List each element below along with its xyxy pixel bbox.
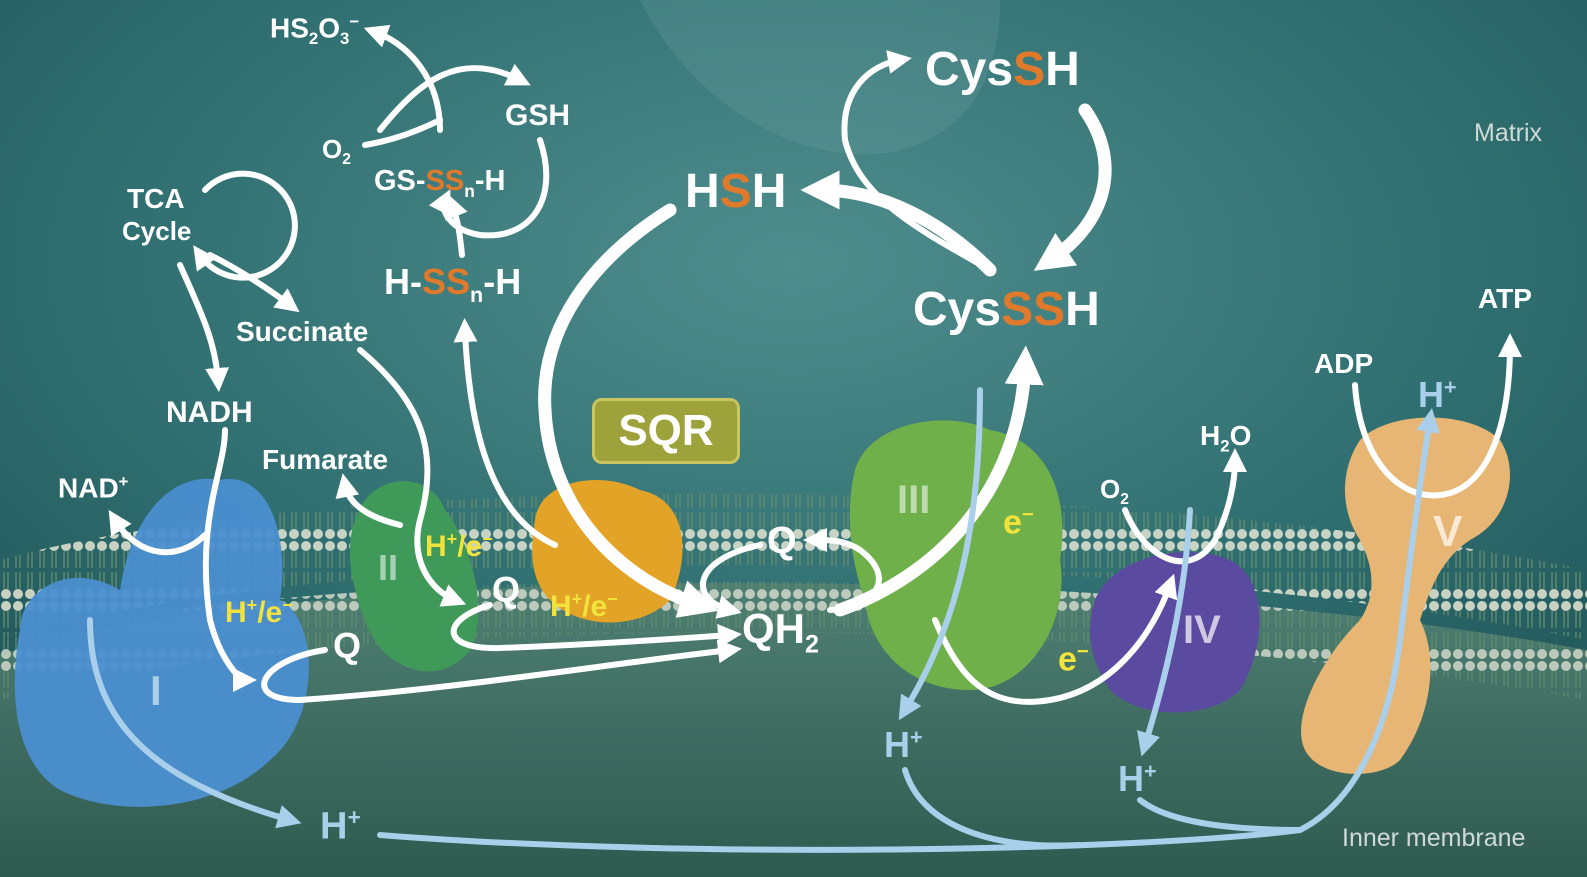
label-cyssh: CysSH — [925, 43, 1080, 96]
complex-III-shape — [849, 420, 1063, 690]
arrow-cyssh-loop — [841, 50, 993, 273]
label-h-plus-complex-iv: H+ — [1118, 758, 1157, 799]
arrow-tca-to-succinate — [207, 252, 300, 313]
label-tca: TCA — [127, 183, 185, 214]
label-he-sqr: H+/e− — [550, 589, 618, 623]
label-hs2o3: HS2O3− — [270, 12, 360, 48]
label-hsh: HSH — [685, 165, 787, 218]
arrow-o2-in — [362, 117, 443, 148]
proton-arrow-complex-III-down — [898, 387, 983, 721]
arrow-nadh-to-q — [202, 427, 257, 692]
arrow-o2-to-h2o — [1122, 448, 1247, 565]
label-qh2: QH2 — [742, 605, 820, 659]
arrow-hsh-to-qh2-big — [538, 203, 719, 618]
sqr-label-box: SQR — [592, 398, 740, 464]
background-glow — [640, 0, 1000, 155]
arrow-cycle-sulfide — [377, 63, 531, 133]
label-cycle: Cycle — [122, 216, 192, 246]
label-atp: ATP — [1478, 283, 1532, 314]
label-gs-ssn-h: GS-SSn-H — [374, 165, 506, 201]
proton-arrow-iii-return — [902, 767, 1083, 849]
label-e-complex-iv: e− — [1058, 640, 1089, 679]
label-cysssh: CysSSH — [913, 283, 1100, 336]
label-gsh: GSH — [505, 99, 571, 132]
label-fumarate: Fumarate — [262, 444, 389, 475]
complex-II-shape — [349, 481, 479, 672]
label-h-ssn-h: H-SSn-H — [384, 261, 522, 308]
arrow-tca-to-nadh — [177, 262, 230, 392]
label-nadh: NADH — [166, 396, 253, 429]
arrow-succinate-to-q — [357, 347, 467, 607]
complex-IV-label: IV — [1183, 608, 1221, 652]
label-q-complex-i: Q — [333, 625, 362, 666]
complex-I-label: I — [150, 667, 162, 714]
proton-arrow-complex-IV-down — [1137, 507, 1193, 757]
arrow-tca-cycle — [193, 170, 298, 281]
label-inner-membrane: Inner membrane — [1342, 824, 1526, 852]
arrow-hssnh-to-gsssn — [445, 193, 468, 258]
complex-V-label: V — [1433, 507, 1463, 556]
arrow-e-to-iv — [932, 573, 1178, 705]
label-he-complex-ii: H+/e− — [425, 529, 493, 563]
arrow-nad — [108, 509, 208, 556]
sqr-label: SQR — [618, 406, 714, 455]
label-matrix: Matrix — [1474, 119, 1543, 147]
arrow-sqr-to-hssnh — [453, 318, 558, 548]
proton-arrow-complex-I — [87, 617, 302, 829]
label-q-sqr: Q — [767, 520, 797, 562]
arrow-q-to-qh2-complexII — [450, 602, 742, 652]
complex-II-label: II — [378, 547, 399, 588]
label-q-complex-ii: Q — [492, 569, 521, 610]
arrow-fumarate — [335, 473, 403, 528]
label-h-plus-complex-iii: H+ — [884, 724, 923, 765]
arrow-to-hs2o3 — [363, 24, 443, 133]
label-succinate: Succinate — [236, 316, 369, 347]
complex-III-label: III — [897, 478, 931, 522]
label-h-plus-bottom: H+ — [320, 804, 361, 848]
arrow-adp-to-atp — [1352, 333, 1522, 499]
arrow-cysssh-to-hsh-big — [800, 170, 997, 277]
label-o2-iv: O2 — [1100, 474, 1129, 509]
proton-arrow-iv-return — [1137, 797, 1303, 833]
label-o2-top: O2 — [322, 134, 351, 169]
complex-I-shape — [14, 478, 309, 807]
label-h-plus-v: H+ — [1418, 374, 1457, 415]
label-e-complex-iii: e− — [1003, 503, 1034, 542]
label-adp: ADP — [1314, 348, 1374, 379]
arrow-cyssh-to-cysssh-big — [1033, 103, 1112, 271]
arrow-q-to-qh2-complexI — [261, 639, 742, 704]
label-he-complex-i: H+/e− — [225, 595, 293, 629]
label-nad-plus: NAD+ — [58, 472, 129, 504]
label-h2o: H2O — [1200, 420, 1252, 456]
